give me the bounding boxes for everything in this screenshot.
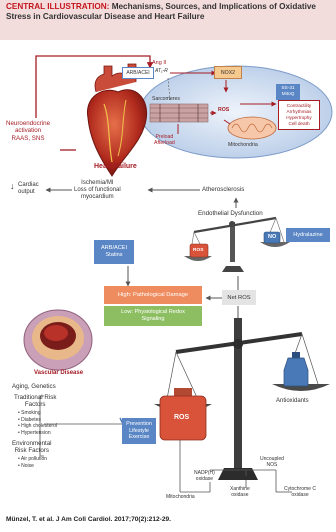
citation: Münzel, T. et al. J Am Coll Cardiol. 201… <box>6 516 172 523</box>
ang-ii-label: Ang II <box>152 60 167 66</box>
ros-weight-small <box>189 243 209 258</box>
net-ros-box: Net ROS <box>222 290 256 305</box>
title-text: Mechanisms, Sources, and Implications of… <box>6 2 316 21</box>
header-band <box>0 0 336 40</box>
aging-label: Aging, Genetics <box>12 383 56 390</box>
list-item: Noise <box>18 463 47 470</box>
list-item: Air pollution <box>18 456 47 463</box>
list-item: Hypertension <box>18 430 57 437</box>
vascular-disease-label: Vascular Disease <box>34 370 84 376</box>
sarcomere-graphic <box>149 103 209 123</box>
list-item: Smoking <box>18 410 57 417</box>
cytochrome-label: Cytochrome C oxidase <box>284 486 316 498</box>
atherosclerosis-label: Atherosclerosis <box>202 186 245 193</box>
mitochondria-source-label: Mitochondria <box>166 494 195 500</box>
cardiac-output-text: Cardiac output <box>18 182 39 195</box>
endothelial-label: Endothelial Dysfunction <box>198 210 263 217</box>
outcomes-box: Contractility Arrhythmias Hypertrophy Ce… <box>278 100 320 130</box>
arb-statins-text: ARB/ACEI Statins <box>100 245 128 258</box>
page-title: CENTRAL ILLUSTRATION: Mechanisms, Source… <box>6 2 332 22</box>
sarcomeres-label: Sarcomeres <box>152 96 180 102</box>
prevention-box: Prevention Lifestyle Exercise <box>122 418 156 444</box>
nadph-label: NADP(H) oxidase <box>194 470 215 482</box>
traditional-label: Traditional Risk Factors <box>14 394 57 409</box>
list-item: High cholesterol <box>18 423 57 430</box>
no-weight-label: NO <box>268 234 277 240</box>
mitochondrion-graphic <box>227 116 277 140</box>
preload-label: Preload Afterload <box>154 134 175 146</box>
ss31-box: SS-31 MitoQ <box>276 84 300 100</box>
ros-weight-label-top: ROS <box>193 248 204 253</box>
title-lead: CENTRAL ILLUSTRATION: <box>6 2 110 11</box>
xanthine-label: Xanthine oxidase <box>230 486 250 498</box>
ischemia-label: Ischemia/MI Loss of functional myocardiu… <box>74 180 121 201</box>
hydralazine-box: Hydralazine <box>286 228 330 242</box>
arb-acei-box-top: ARB/ACEI <box>122 67 154 79</box>
low-signal-box: Low: Physiological Redox Signaling <box>104 306 202 326</box>
low-signal-text: Low: Physiological Redox Signaling <box>121 309 185 322</box>
ros-weight-label-big: ROS <box>174 414 190 421</box>
ss31-text: SS-31 MitoQ <box>281 86 295 97</box>
at1r-label: AT₁-R <box>155 68 168 74</box>
heart-failure-label: Heart Failure <box>94 163 137 170</box>
heart-icon <box>87 63 148 177</box>
antioxidant-bottle-icon <box>283 352 309 387</box>
down-arrow-icon: ↓ <box>10 181 15 191</box>
neuroendocrine-label: Neuroendocrine activation RAAS, SNS <box>6 120 51 142</box>
cardiac-output-label: ↓Cardiac output <box>10 182 39 196</box>
antioxidants-label: Antioxidants <box>276 398 309 404</box>
uncoupled-label: Uncoupled NOS <box>260 456 284 468</box>
feedback-loop-line <box>35 55 154 118</box>
ros-weight-icon <box>159 388 207 441</box>
high-damage-box: High: Pathological Damage <box>104 286 202 304</box>
nox2-box: NOX2 <box>214 66 242 79</box>
prevention-text: Prevention Lifestyle Exercise <box>126 421 152 441</box>
environmental-risk-list: Air pollution Noise <box>18 456 47 469</box>
ros-cell-label: ROS <box>218 107 230 113</box>
no-weight <box>263 231 281 244</box>
mitochondria-cell-label: Mitochondria <box>228 142 258 148</box>
list-item: Diabetes <box>18 417 57 424</box>
environmental-label: Environmental Risk Factors <box>12 440 52 455</box>
outcomes-text: Contractility Arrhythmias Hypertrophy Ce… <box>286 103 312 126</box>
arb-statins-box: ARB/ACEI Statins <box>94 240 134 264</box>
traditional-risk-list: Smoking Diabetes High cholesterol Hypert… <box>18 410 57 436</box>
artery-cross-section-icon <box>23 309 93 371</box>
